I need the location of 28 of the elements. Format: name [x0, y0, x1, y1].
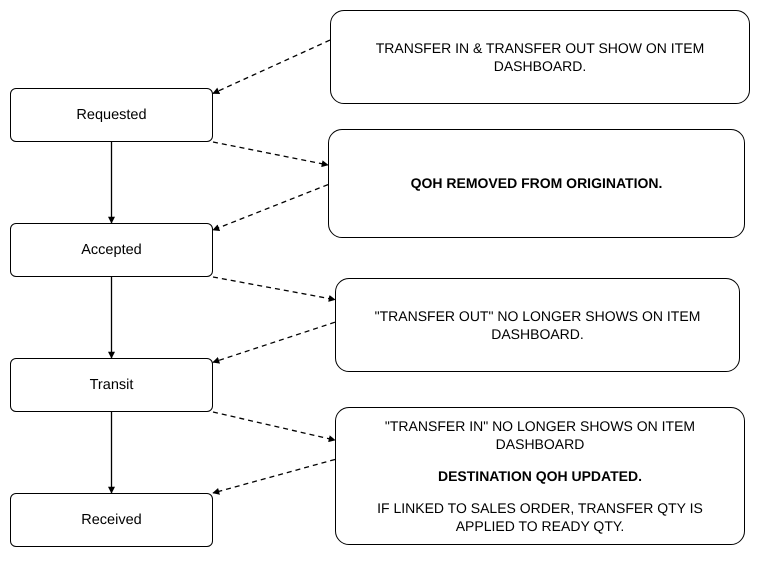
note-text: IF LINKED TO SALES ORDER, TRANSFER QTY IS APPLIED TO READY QTY. — [376, 499, 704, 536]
note-text: QOH REMOVED FROM ORIGINATION. — [410, 174, 662, 193]
state-label: Accepted — [81, 240, 142, 260]
note-box — [335, 407, 745, 545]
dashed-arrow — [212, 184, 328, 231]
state-box — [10, 88, 213, 142]
dashed-arrow — [212, 276, 336, 302]
dashed-arrow — [212, 322, 336, 364]
note-box — [330, 10, 750, 104]
note-text: DESTINATION QOH UPDATED. — [438, 466, 642, 486]
state-label: Received — [81, 510, 142, 530]
state-box — [10, 223, 213, 277]
state-box — [10, 358, 213, 412]
dashed-arrow — [212, 141, 329, 168]
dashed-arrow — [212, 458, 336, 495]
note-text: "TRANSFER IN" NO LONGER SHOWS ON ITEM DASHBOARD — [384, 416, 696, 453]
dashed-arrow — [212, 39, 330, 94]
arrow — [108, 142, 115, 224]
state-label: Requested — [76, 106, 147, 124]
dashed-arrow — [212, 411, 336, 442]
state-box — [10, 493, 213, 547]
note-box — [328, 129, 745, 238]
note-text: TRANSFER IN & TRANSFER OUT SHOW ON ITEM DASHBOARD. — [374, 38, 706, 76]
arrow — [108, 277, 115, 359]
state-label: Transit — [90, 376, 134, 394]
arrow — [108, 412, 115, 494]
note-box — [335, 278, 740, 372]
note-text: "TRANSFER OUT" NO LONGER SHOWS ON ITEM DASHBOARD. — [374, 306, 702, 344]
